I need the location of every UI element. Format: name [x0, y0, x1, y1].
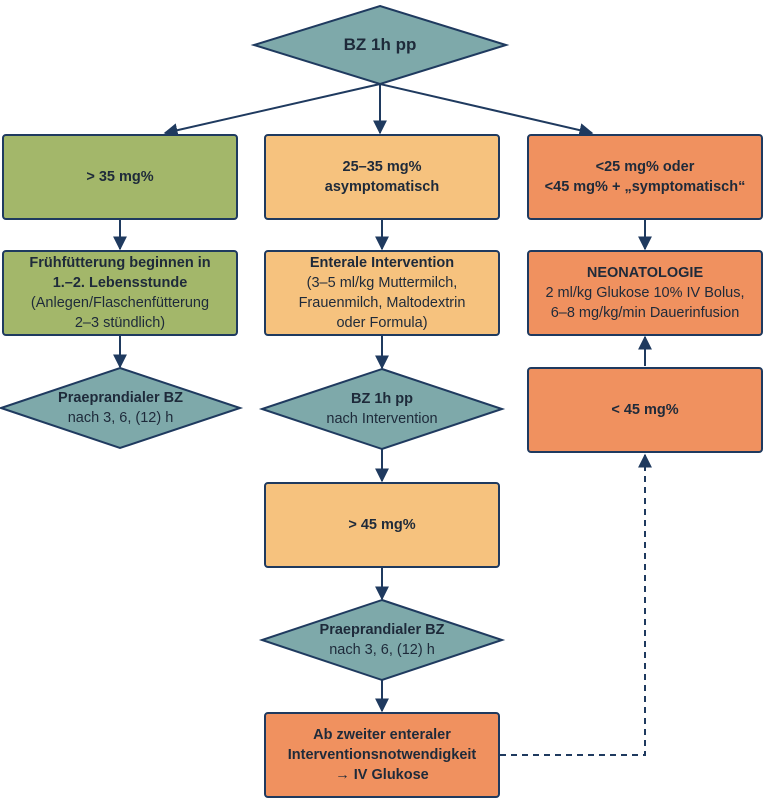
node-mid-enteral-line-4: oder Formula) — [336, 315, 428, 331]
node-mid-prae-line-2: nach 3, 6, (12) h — [329, 642, 435, 658]
node-right-range-line-1: <25 mg% oder — [595, 159, 695, 175]
node-mid-ab: Ab zweiter enteraler Interventionsnotwen… — [264, 712, 500, 798]
node-mid-gt45: > 45 mg% — [264, 482, 500, 568]
node-mid-bz-line-2: nach Intervention — [326, 411, 438, 427]
dashed-arrow-ab-to-lt45 — [500, 453, 652, 756]
node-left-feed-line-4: 2–3 stündlich) — [74, 315, 166, 331]
node-left-prae: Praeprandialer BZ nach 3, 6, (12) h — [1, 368, 240, 448]
node-right-neo: NEONATOLOGIE 2 ml/kg Glukose 10% IV Bolu… — [527, 250, 763, 336]
node-mid-ab-line-2: Interventionsnotwendigkeit — [287, 747, 477, 763]
node-mid-bz-line-1: BZ 1h pp — [350, 391, 414, 407]
node-mid-prae: Praeprandialer BZ nach 3, 6, (12) h — [262, 600, 502, 680]
node-right-lt45: < 45 mg% — [527, 367, 763, 453]
node-mid-ab-line-3: → IV Glukose — [335, 767, 429, 783]
node-mid-gt45-line-1: > 45 mg% — [348, 517, 416, 533]
arrow-top-to-right — [379, 83, 594, 137]
node-mid-enteral-line-1: Enterale Intervention — [309, 255, 455, 271]
node-right-range: <25 mg% oder <45 mg% + „symptomatisch“ — [527, 134, 763, 220]
node-right-neo-line-2: 2 ml/kg Glukose 10% IV Bolus, — [545, 285, 745, 301]
node-mid-range: 25–35 mg% asymptomatisch — [264, 134, 500, 220]
node-left-feed-line-2: 1.–2. Lebensstunde — [52, 275, 188, 291]
node-mid-enteral-line-3: Frauenmilch, Maltodextrin — [298, 295, 466, 311]
node-top-line-1: BZ 1h pp — [343, 35, 417, 54]
arrow-top-to-left — [163, 83, 381, 138]
node-left-prae-line-1: Praeprandialer BZ — [58, 390, 183, 406]
node-mid-prae-line-1: Praeprandialer BZ — [319, 622, 445, 638]
node-right-range-line-2: <45 mg% + „symptomatisch“ — [544, 179, 746, 195]
node-right-lt45-line-1: < 45 mg% — [611, 402, 679, 418]
node-left-range-line-1: > 35 mg% — [86, 169, 154, 185]
node-right-neo-line-1: NEONATOLOGIE — [586, 265, 704, 281]
node-mid-enteral-line-2: (3–5 ml/kg Muttermilch, — [306, 275, 458, 291]
left-prae-diamond-shape — [0, 366, 244, 450]
node-mid-range-line-2: asymptomatisch — [324, 179, 440, 195]
node-right-neo-line-3: 6–8 mg/kg/min Dauerinfusion — [550, 305, 740, 321]
node-left-prae-line-2: nach 3, 6, (12) h — [67, 410, 174, 426]
node-mid-range-line-1: 25–35 mg% — [342, 159, 422, 175]
node-left-feed: Frühfütterung beginnen in 1.–2. Lebensst… — [2, 250, 238, 336]
node-left-range: > 35 mg% — [2, 134, 238, 220]
node-left-feed-line-1: Frühfütterung beginnen in — [29, 255, 211, 271]
node-mid-ab-line-1: Ab zweiter enteraler — [313, 727, 451, 743]
node-left-feed-line-3: (Anlegen/Flaschenfütterung — [30, 295, 210, 311]
node-mid-bz: BZ 1h pp nach Intervention — [262, 369, 502, 449]
node-top: BZ 1h pp — [254, 6, 506, 84]
node-mid-enteral: Enterale Intervention (3–5 ml/kg Mutterm… — [264, 250, 500, 336]
